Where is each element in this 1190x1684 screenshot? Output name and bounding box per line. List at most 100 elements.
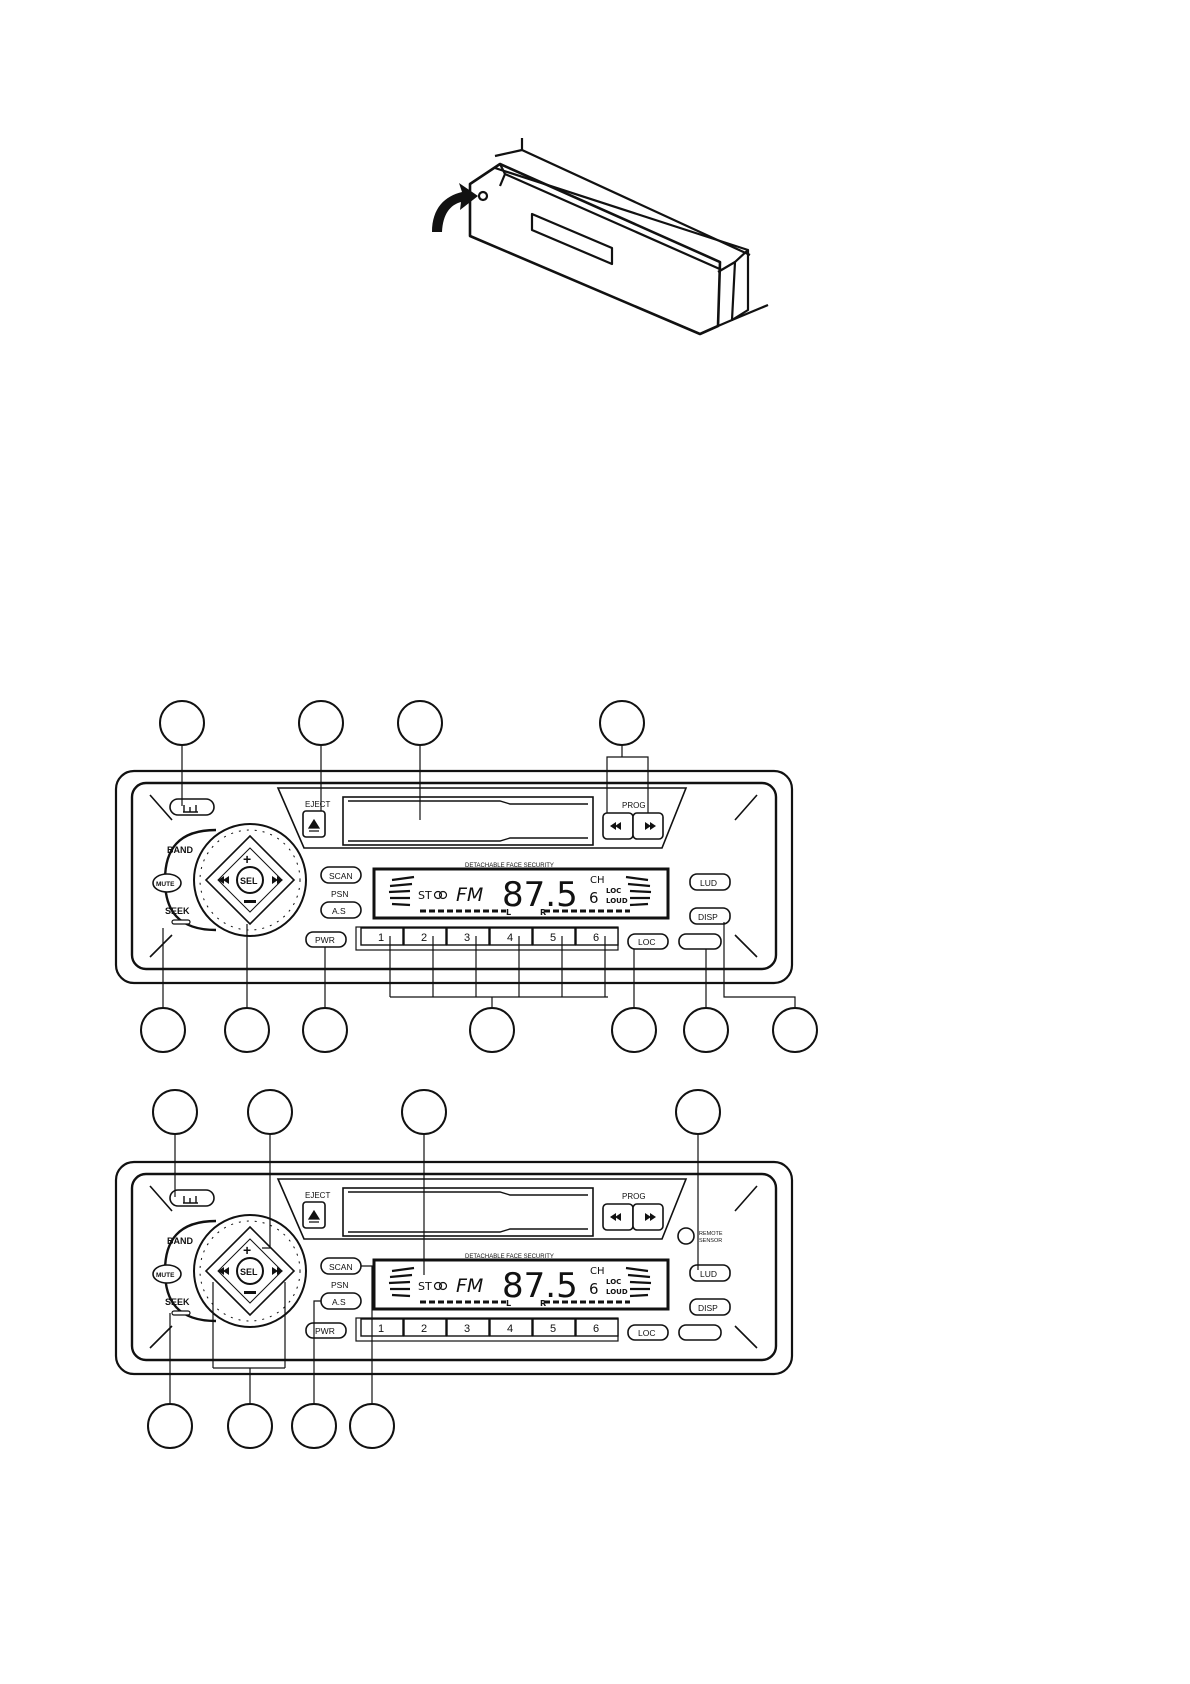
preset-5-label: 5 [550, 932, 556, 944]
scan-button[interactable] [320, 866, 362, 884]
mute-button-2[interactable] [152, 1264, 182, 1284]
pwr-button-2[interactable] [305, 1322, 347, 1339]
psn-label: PSN [331, 889, 348, 899]
lcd-display-2: ST FM 87.5 CH 6 LOC LOUD L R [372, 1258, 670, 1311]
preset-2-button-2[interactable] [403, 1318, 447, 1337]
preset-buttons: 1 2 3 4 5 6 [355, 926, 619, 951]
lud-button[interactable] [689, 873, 731, 891]
lcd-ch-num-2: 6 [589, 1280, 599, 1298]
lcd-band: FM [456, 884, 483, 906]
lcd-loud: LOUD [606, 897, 628, 905]
lcd-frequency-2: 87.5 [502, 1266, 578, 1306]
loc-button[interactable] [627, 933, 669, 950]
radio-panel-1: BAND MUTE SEEK SEL + EJECT PROG SCAN PSN… [114, 700, 818, 1053]
band-label-2: BAND [167, 1236, 193, 1246]
preset-5-button-2[interactable] [532, 1318, 576, 1337]
as-label-2: A.S [332, 1297, 346, 1307]
preset-3-label-2: 3 [464, 1323, 470, 1335]
preset-6-button-2[interactable] [575, 1318, 619, 1337]
lcd-ch-2: CH [590, 1266, 605, 1277]
minus-icon [244, 1291, 256, 1294]
sel-label: SEL [240, 876, 258, 886]
disp-button-2[interactable] [689, 1298, 731, 1316]
pwr-button[interactable] [305, 931, 347, 948]
lcd-ch-num: 6 [589, 889, 599, 907]
psn-label-2: PSN [331, 1280, 348, 1290]
disp-button[interactable] [689, 907, 731, 925]
plus-icon: + [243, 851, 251, 867]
remote-sensor-label-1: REMOTE [699, 1231, 723, 1237]
preset-4-button[interactable] [489, 927, 533, 946]
preset-2-label-2: 2 [421, 1323, 427, 1335]
preset-3-button-2[interactable] [446, 1318, 490, 1337]
release-icon [183, 805, 198, 813]
as-label: A.S [332, 906, 346, 916]
callouts-panel-1 [140, 700, 818, 1053]
lcd-ch: CH [590, 875, 605, 886]
rewind-icon [218, 1267, 229, 1275]
sel-button[interactable] [236, 866, 264, 894]
seek-label-2: SEEK [165, 1297, 190, 1307]
faceplate-attach-illustration [468, 138, 769, 336]
mute-button[interactable] [152, 873, 182, 893]
mute-label: MUTE [156, 881, 175, 888]
fast-forward-icon [272, 876, 283, 884]
preset-2-label: 2 [421, 932, 427, 944]
preset-1-button[interactable] [360, 927, 404, 946]
lud-button-2[interactable] [689, 1264, 731, 1282]
release-icon [183, 1196, 198, 1204]
lcd-loc: LOC [606, 887, 621, 895]
mute-label-2: MUTE [156, 1272, 175, 1279]
lcd-l: L [506, 908, 511, 917]
lcd-loud-2: LOUD [606, 1288, 628, 1296]
lcd-loc-2: LOC [606, 1278, 621, 1286]
preset-2-button[interactable] [403, 927, 447, 946]
preset-1-label-2: 1 [378, 1323, 384, 1335]
blank-button-2[interactable] [678, 1324, 722, 1341]
lcd-display: ST FM 87.5 CH 6 LOC LOUD L R [372, 867, 670, 920]
rewind-icon [218, 876, 229, 884]
sel-label-2: SEL [240, 1267, 258, 1277]
preset-4-button-2[interactable] [489, 1318, 533, 1337]
sel-button-2[interactable] [236, 1257, 264, 1285]
preset-5-button[interactable] [532, 927, 576, 946]
preset-3-button[interactable] [446, 927, 490, 946]
preset-5-label-2: 5 [550, 1323, 556, 1335]
preset-3-label: 3 [464, 932, 470, 944]
eject-label: EJECT [305, 800, 330, 809]
fast-forward-icon [272, 1267, 283, 1275]
preset-4-label-2: 4 [507, 1323, 513, 1335]
lcd-r: R [540, 908, 546, 917]
lcd-r-2: R [540, 1299, 546, 1308]
cassette-slot [342, 796, 594, 846]
remote-sensor-label-2: SENSOR [699, 1238, 722, 1244]
as-button[interactable] [320, 901, 362, 919]
scan-label-2: SCAN [329, 1262, 353, 1272]
loc-label-2: LOC [638, 1328, 655, 1338]
lcd-st: ST [418, 889, 432, 902]
detachable-label: DETACHABLE FACE SECURITY [465, 863, 554, 869]
curved-arrow-icon [432, 183, 478, 232]
plus-icon: + [243, 1242, 251, 1258]
release-button-2[interactable] [169, 1189, 215, 1207]
pwr-label: PWR [315, 935, 335, 945]
preset-6-button[interactable] [575, 927, 619, 946]
scan-label: SCAN [329, 871, 353, 881]
preset-6-label: 6 [593, 932, 599, 944]
disp-label-2: DISP [698, 1303, 718, 1313]
prog-label: PROG [622, 801, 646, 810]
eject-label-2: EJECT [305, 1191, 330, 1200]
loc-button-2[interactable] [627, 1324, 669, 1341]
radio-panel-2: BAND MUTE SEEK SEL + EJECT PROG SCAN PSN… [114, 1089, 794, 1449]
detachable-label-2: DETACHABLE FACE SECURITY [465, 1254, 554, 1260]
blank-button[interactable] [678, 933, 722, 950]
release-button[interactable] [169, 798, 215, 816]
lcd-frequency: 87.5 [502, 875, 578, 915]
callouts-panel-2 [147, 1089, 721, 1449]
lud-label-2: LUD [700, 1269, 717, 1279]
lcd-l-2: L [506, 1299, 511, 1308]
lud-label: LUD [700, 878, 717, 888]
eject-icon [307, 1209, 321, 1223]
eject-icon [307, 818, 321, 832]
